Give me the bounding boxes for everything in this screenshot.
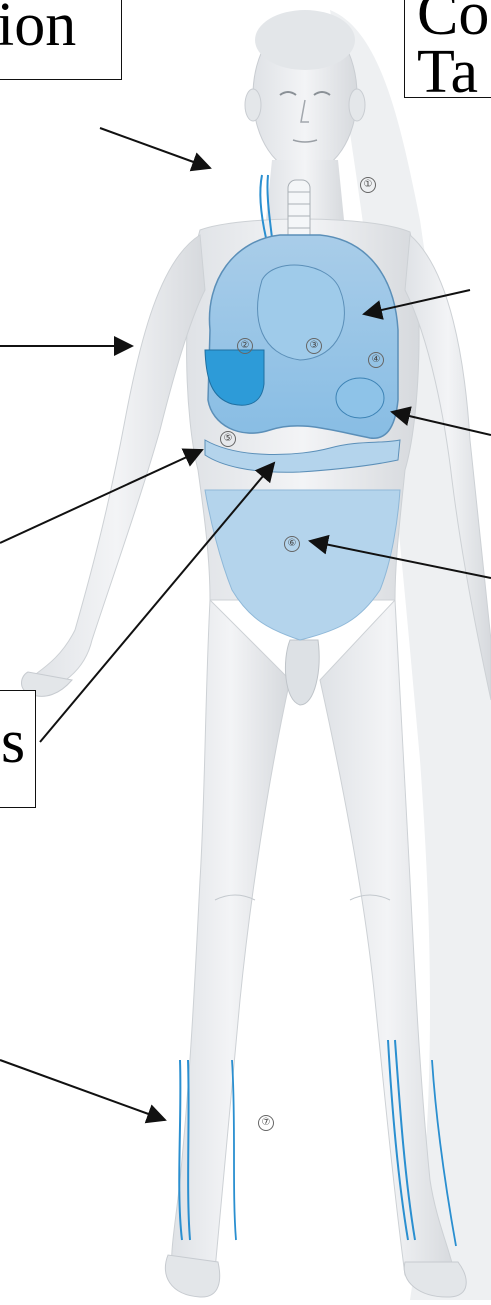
left-arm <box>28 235 205 692</box>
region-number-1: ① <box>360 177 376 193</box>
heart-shape <box>258 265 345 360</box>
hair <box>255 10 355 70</box>
region-number-4: ④ <box>368 352 384 368</box>
left-foot <box>165 1255 219 1297</box>
label-top-left-text: ion <box>0 0 121 55</box>
ear-left <box>245 89 261 121</box>
pelvic-area <box>205 490 400 640</box>
region-number-3: ③ <box>306 338 322 354</box>
label-mid-left-text: s <box>1 707 35 777</box>
region-number-6: ⑥ <box>284 536 300 552</box>
label-box-mid-left: s <box>0 690 36 808</box>
region-number-5: ⑤ <box>220 431 236 447</box>
label-box-top-left: ion <box>0 0 122 80</box>
stomach-area <box>336 378 384 418</box>
arrow-to-neck <box>100 128 210 168</box>
region-number-7: ⑦ <box>258 1115 274 1131</box>
left-leg-vein-2 <box>232 1060 236 1240</box>
groin <box>285 640 319 705</box>
ear-right <box>349 89 365 121</box>
left-leg <box>172 600 290 1270</box>
label-top-right-line1: Co <box>417 0 491 43</box>
label-top-right-line2: Ta <box>417 43 491 98</box>
label-box-top-right: Co Ta <box>404 0 491 98</box>
arrow-to-region-5 <box>0 450 202 543</box>
arrow-to-leg <box>0 1060 165 1120</box>
region-number-2: ② <box>237 338 253 354</box>
